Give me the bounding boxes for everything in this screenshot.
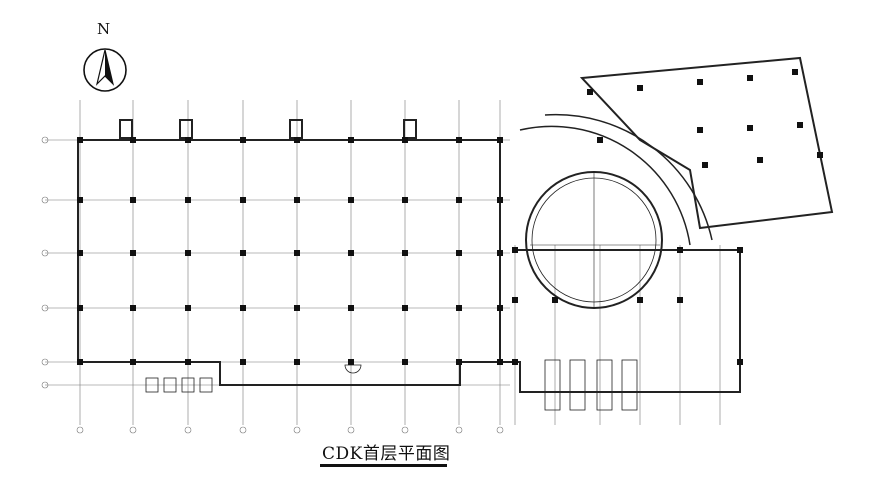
column xyxy=(348,197,354,203)
column xyxy=(130,197,136,203)
column xyxy=(702,162,708,168)
structural-columns xyxy=(77,69,823,365)
column xyxy=(77,359,83,365)
column xyxy=(512,247,518,253)
north-arrow-icon xyxy=(83,48,127,92)
column xyxy=(294,197,300,203)
column xyxy=(402,137,408,143)
column xyxy=(348,137,354,143)
axis-bubble xyxy=(41,249,49,257)
column xyxy=(817,152,823,158)
column xyxy=(402,197,408,203)
axis-grid xyxy=(41,100,721,434)
axis-bubble xyxy=(41,381,49,389)
column xyxy=(294,250,300,256)
column xyxy=(512,297,518,303)
column xyxy=(797,122,803,128)
column xyxy=(747,125,753,131)
column xyxy=(597,137,603,143)
axis-bubble xyxy=(293,426,301,434)
column xyxy=(240,359,246,365)
column xyxy=(77,137,83,143)
axis-bubble xyxy=(455,426,463,434)
rotunda xyxy=(519,113,713,309)
column xyxy=(402,250,408,256)
column xyxy=(402,359,408,365)
column xyxy=(130,359,136,365)
column xyxy=(637,297,643,303)
column xyxy=(697,79,703,85)
column xyxy=(77,197,83,203)
column xyxy=(497,305,503,311)
column xyxy=(348,305,354,311)
column xyxy=(130,305,136,311)
column xyxy=(240,250,246,256)
column xyxy=(456,359,462,365)
column xyxy=(587,89,593,95)
axis-bubble xyxy=(129,426,137,434)
column xyxy=(737,247,743,253)
column xyxy=(497,137,503,143)
axis-bubble xyxy=(41,304,49,312)
north-label: N xyxy=(97,20,111,38)
column xyxy=(497,359,503,365)
column xyxy=(402,305,408,311)
column xyxy=(497,197,503,203)
axis-bubble xyxy=(347,426,355,434)
axis-bubble xyxy=(41,196,49,204)
column xyxy=(677,297,683,303)
column xyxy=(792,69,798,75)
column xyxy=(185,250,191,256)
column xyxy=(185,359,191,365)
column xyxy=(456,137,462,143)
column xyxy=(697,127,703,133)
column xyxy=(757,157,763,163)
column xyxy=(294,359,300,365)
title-underline xyxy=(320,464,447,467)
column xyxy=(456,250,462,256)
column xyxy=(512,359,518,365)
column xyxy=(637,85,643,91)
axis-bubble xyxy=(239,426,247,434)
drawing-title: CDK首层平面图 xyxy=(322,444,451,464)
axis-bubble xyxy=(76,426,84,434)
column xyxy=(130,137,136,143)
column xyxy=(185,137,191,143)
column xyxy=(456,305,462,311)
column xyxy=(294,305,300,311)
exterior-walls xyxy=(77,56,834,393)
column xyxy=(497,250,503,256)
axis-bubble xyxy=(496,426,504,434)
column xyxy=(77,250,83,256)
column xyxy=(677,247,683,253)
annex-stairs xyxy=(145,359,638,411)
column xyxy=(348,359,354,365)
column xyxy=(456,197,462,203)
column xyxy=(240,137,246,143)
column xyxy=(348,250,354,256)
column xyxy=(552,297,558,303)
column xyxy=(747,75,753,81)
column xyxy=(77,305,83,311)
axis-bubble xyxy=(41,358,49,366)
column xyxy=(737,359,743,365)
column xyxy=(294,137,300,143)
column xyxy=(185,305,191,311)
column xyxy=(240,305,246,311)
axis-bubble xyxy=(184,426,192,434)
column xyxy=(130,250,136,256)
axis-bubble xyxy=(401,426,409,434)
axis-bubble xyxy=(41,136,49,144)
column xyxy=(185,197,191,203)
column xyxy=(240,197,246,203)
